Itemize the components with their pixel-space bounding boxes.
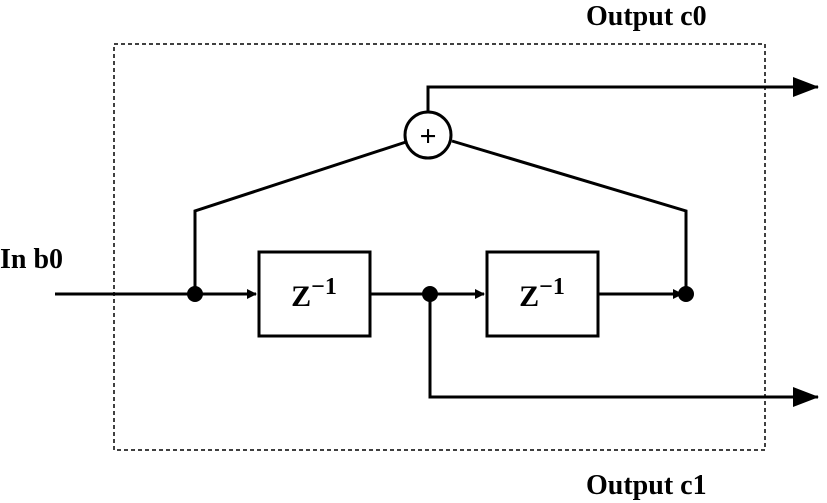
junction-node-3 xyxy=(678,286,694,302)
adder-plus-icon: + xyxy=(419,120,436,153)
wire-node3-to-adder xyxy=(451,139,688,294)
junction-node-2 xyxy=(422,286,438,302)
wire-node2-to-output-c1 xyxy=(428,294,819,407)
wire-node1-to-adder xyxy=(193,139,410,294)
output-c1-label: Output c1 xyxy=(586,470,707,501)
module-boundary xyxy=(113,43,766,451)
output-c0-label: Output c0 xyxy=(586,1,707,32)
input-label: In b0 xyxy=(0,244,63,275)
junction-node-1 xyxy=(187,286,203,302)
wire-adder-to-output-c0 xyxy=(426,77,819,112)
delay-block-2-label: Z−1 xyxy=(519,274,565,313)
delay-block-1-label: Z−1 xyxy=(291,274,337,313)
adder xyxy=(403,110,453,160)
